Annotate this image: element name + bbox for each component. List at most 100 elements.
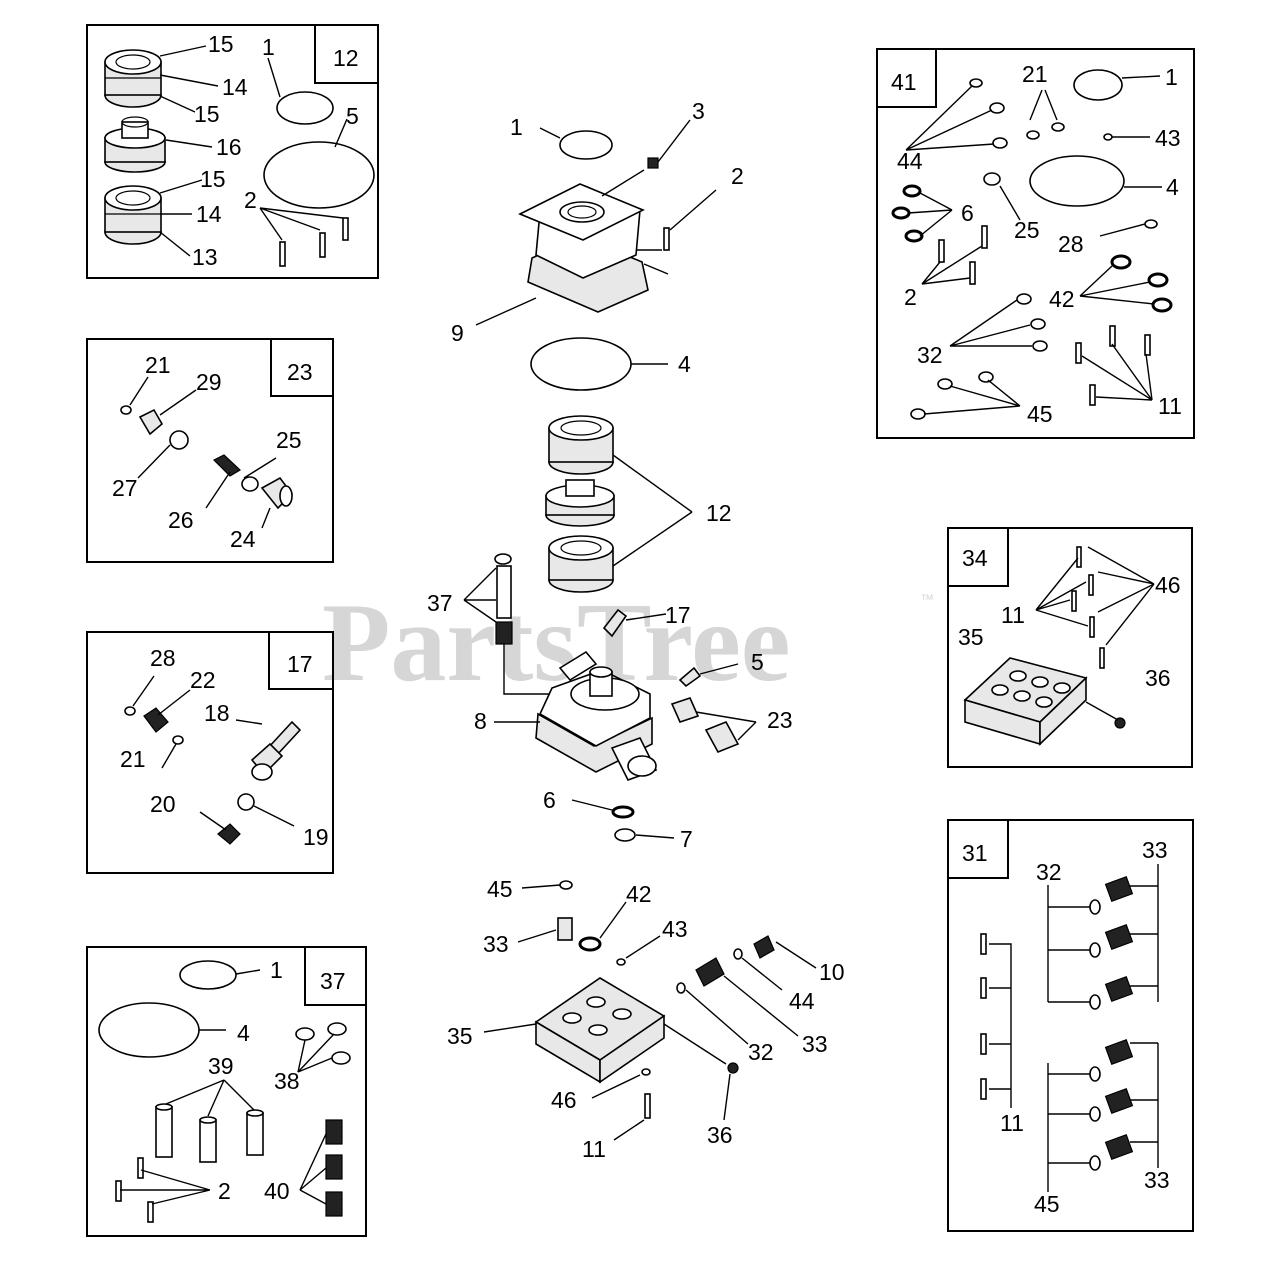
spring-icon — [1104, 876, 1134, 1160]
kit-31-badge: 31 — [962, 840, 988, 866]
kit-17-label-28: 28 — [150, 645, 176, 671]
kit-41-panel: 41 — [876, 48, 1195, 439]
main-label-23: 23 — [767, 707, 793, 733]
kit-41-label-21: 21 — [1022, 61, 1048, 87]
kit-23-panel: 23 21 29 27 26 25 24 — [86, 338, 334, 563]
bearing-icon — [548, 415, 614, 475]
spring-icon — [753, 935, 775, 959]
main-label-11: 11 — [582, 1136, 606, 1162]
fitting-icon — [678, 666, 702, 688]
fitting-icon — [602, 608, 628, 638]
seal-icon — [578, 936, 602, 952]
main-label-5: 5 — [751, 649, 764, 675]
kit-31-label-45: 45 — [1034, 1191, 1060, 1217]
kit-37-panel: 37 1 4 38 39 2 4 — [86, 946, 367, 1237]
main-label-3: 3 — [692, 98, 705, 124]
main-label-33b: 33 — [802, 1031, 828, 1057]
screw-icon — [980, 933, 987, 1100]
kit-31-panel: 31 32 33 11 45 33 — [947, 819, 1194, 1232]
watermark: PartsTree — [322, 581, 791, 705]
o-ring-icon — [98, 1002, 200, 1058]
kit-12-label-15a: 15 — [208, 31, 234, 57]
screw-icon — [1071, 546, 1105, 669]
valve-icon — [704, 720, 740, 754]
spring-icon — [212, 454, 241, 477]
kit-23-label-27: 27 — [112, 475, 138, 501]
kit-17-label-20: 20 — [150, 791, 176, 817]
kit-23-label-25: 25 — [276, 427, 302, 453]
valve-seat-icon — [169, 430, 189, 450]
o-ring-icon — [969, 69, 1158, 229]
main-label-6: 6 — [543, 787, 556, 813]
bearing-icon — [104, 49, 162, 108]
manifold-icon — [534, 977, 666, 1084]
kit-31-label-32: 32 — [1036, 859, 1062, 885]
ball-icon — [237, 793, 255, 811]
main-label-46: 46 — [551, 1087, 577, 1113]
seat-icon — [217, 823, 241, 845]
kit-17-label-21: 21 — [120, 746, 146, 772]
pump-housing-icon — [518, 183, 649, 313]
main-label-42: 42 — [626, 881, 652, 907]
kit-12-label-15c: 15 — [200, 166, 226, 192]
main-label-32: 32 — [748, 1039, 774, 1065]
kit-37-label-40: 40 — [264, 1178, 290, 1204]
main-label-12: 12 — [706, 500, 732, 526]
kit-37-label-38: 38 — [274, 1068, 300, 1094]
o-ring-icon — [124, 706, 136, 716]
o-ring-icon — [276, 91, 334, 125]
kit-17-label-18: 18 — [204, 700, 230, 726]
kit-37-label-4: 4 — [237, 1020, 250, 1046]
kit-23-label-21: 21 — [145, 352, 171, 378]
kit-37-label-2: 2 — [218, 1178, 231, 1204]
thrust-washer-icon — [104, 116, 166, 173]
main-label-36: 36 — [707, 1122, 733, 1148]
kit-41-label-25: 25 — [1014, 217, 1040, 243]
kit-12-label-16: 16 — [216, 134, 242, 160]
kit-31-label-33a: 33 — [1142, 837, 1168, 863]
o-ring-icon — [530, 337, 632, 391]
spring-icon — [143, 707, 169, 733]
kit-41-label-45: 45 — [1027, 401, 1053, 427]
main-label-44: 44 — [789, 988, 815, 1014]
kit-31-label-11: 11 — [1000, 1110, 1024, 1136]
kit-12-label-1: 1 — [262, 34, 275, 60]
screw-icon — [663, 227, 670, 251]
o-ring-icon — [616, 958, 626, 966]
kit-23-label-24: 24 — [230, 526, 256, 552]
washer-icon — [614, 828, 636, 842]
o-ring-icon — [559, 880, 573, 890]
kit-34-label-36: 36 — [1145, 665, 1171, 691]
pump-manifold-icon — [535, 650, 658, 781]
kit-12-badge: 12 — [333, 45, 359, 71]
o-ring-icon — [910, 293, 1048, 420]
kit-34-badge: 34 — [962, 545, 988, 571]
kit-41-label-44: 44 — [897, 148, 923, 174]
o-ring-icon — [676, 982, 686, 994]
kit-17-label-22: 22 — [190, 667, 216, 693]
main-label-4: 4 — [678, 351, 691, 377]
kit-37-badge: 37 — [320, 968, 346, 994]
screw-icon — [644, 1093, 651, 1119]
plug-icon — [727, 1062, 739, 1074]
thrust-washer-icon — [545, 479, 615, 527]
seal-icon — [295, 1022, 351, 1065]
kit-37-label-1: 1 — [270, 957, 283, 983]
kit-12-label-14b: 14 — [196, 201, 222, 227]
main-label-10: 10 — [819, 959, 845, 985]
kit-41-label-32: 32 — [917, 342, 943, 368]
main-label-1: 1 — [510, 114, 523, 140]
valve-poppet-icon — [138, 408, 164, 436]
kit-23-label-29: 29 — [196, 369, 222, 395]
main-label-8: 8 — [474, 708, 487, 734]
screw-icon — [115, 1157, 154, 1223]
main-label-37: 37 — [427, 590, 453, 616]
o-ring-icon — [641, 1068, 651, 1076]
kit-41-label-6: 6 — [961, 200, 974, 226]
main-assembly: 3 1 2 9 4 12 37 17 5 8 23 6 7 45 42 33 4… — [427, 98, 845, 1162]
bearing-icon — [548, 535, 614, 593]
o-ring-icon — [559, 130, 613, 160]
main-label-9: 9 — [451, 320, 464, 346]
kit-12-panel: 12 15 — [86, 24, 379, 279]
